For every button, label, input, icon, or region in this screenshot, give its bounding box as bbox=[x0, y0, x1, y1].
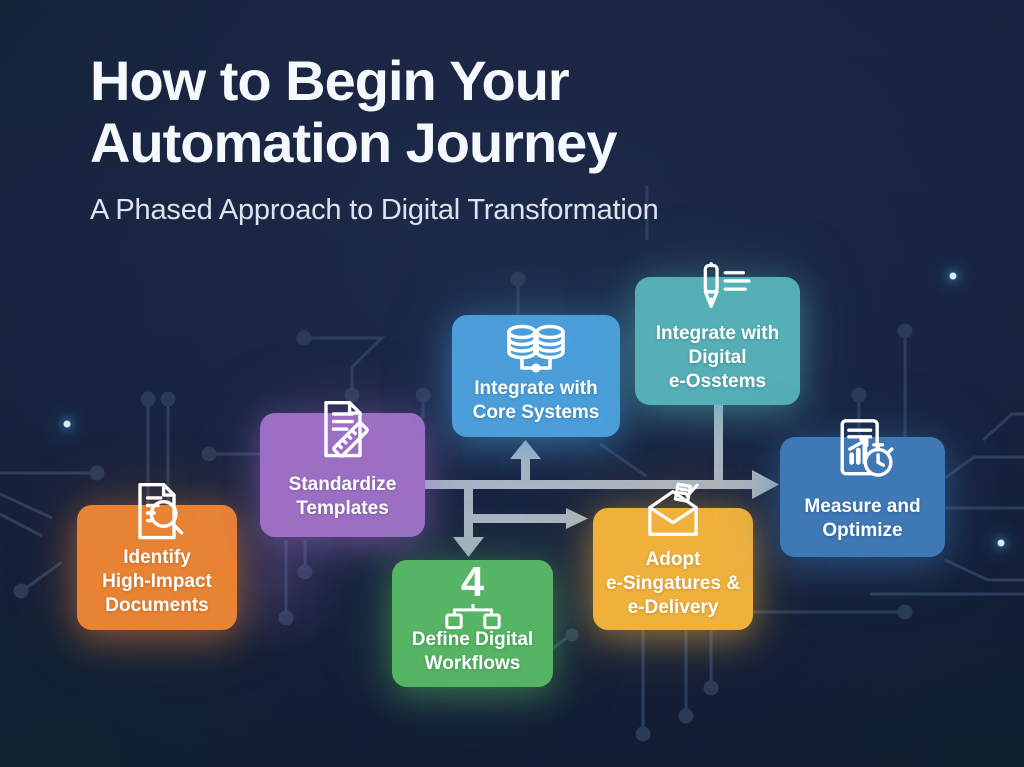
header: How to Begin Your Automation Journey A P… bbox=[90, 49, 659, 227]
step-box-measure-optimize: Measure and Optimize bbox=[780, 419, 945, 557]
teal-drop-line bbox=[714, 404, 723, 484]
report-stopwatch-icon bbox=[829, 417, 897, 485]
branch-up-line bbox=[521, 457, 530, 483]
step-box-identify-documents: Identify High-Impact Documents bbox=[77, 482, 237, 630]
databases-icon bbox=[500, 321, 572, 379]
page-subtitle: A Phased Approach to Digital Transformat… bbox=[90, 194, 659, 227]
pen-signature-icon bbox=[685, 261, 751, 319]
branch-down-line bbox=[464, 484, 473, 538]
arrow-right-to-measure bbox=[752, 470, 779, 499]
step-box-define-workflows: 4 Define Digital Workflows bbox=[392, 558, 553, 687]
step-label: Adopt e-Singatures & e-Delivery bbox=[605, 548, 741, 618]
trunk-line bbox=[417, 480, 753, 489]
step-label: Define Digital Workflows bbox=[411, 628, 534, 674]
glow-dots bbox=[63, 272, 1005, 547]
step-box-standardize-templates: Standardize Templates bbox=[260, 400, 425, 537]
step-box-digital-esystems: Integrate with Digital e-Osstems bbox=[635, 262, 800, 405]
arrow-right-to-esignatures bbox=[566, 508, 588, 529]
title-line-1: How to Begin Your bbox=[90, 49, 570, 112]
step-box-esignatures: Adopt e-Singatures & e-Delivery bbox=[593, 482, 753, 630]
step-label: Integrate with Core Systems bbox=[472, 377, 600, 423]
open-envelope-icon bbox=[641, 482, 705, 542]
document-magnifier-icon bbox=[123, 479, 191, 547]
step-number: 4 bbox=[460, 558, 485, 605]
step-label: Identify High-Impact Documents bbox=[102, 546, 212, 616]
arrow-down-to-workflows bbox=[453, 537, 484, 557]
step-label: Integrate with Digital e-Osstems bbox=[655, 322, 780, 392]
step-label: Standardize Templates bbox=[288, 473, 397, 519]
arrow-up-to-core-systems bbox=[510, 440, 541, 459]
step-box-core-systems: Integrate with Core Systems bbox=[452, 315, 620, 437]
workflow-icon bbox=[442, 604, 504, 631]
step-label: Measure and Optimize bbox=[804, 495, 921, 541]
page-title: How to Begin Your Automation Journey bbox=[90, 49, 659, 175]
branch-right-line bbox=[468, 514, 568, 523]
document-ruler-icon bbox=[309, 397, 377, 465]
title-line-2: Automation Journey bbox=[90, 111, 617, 175]
